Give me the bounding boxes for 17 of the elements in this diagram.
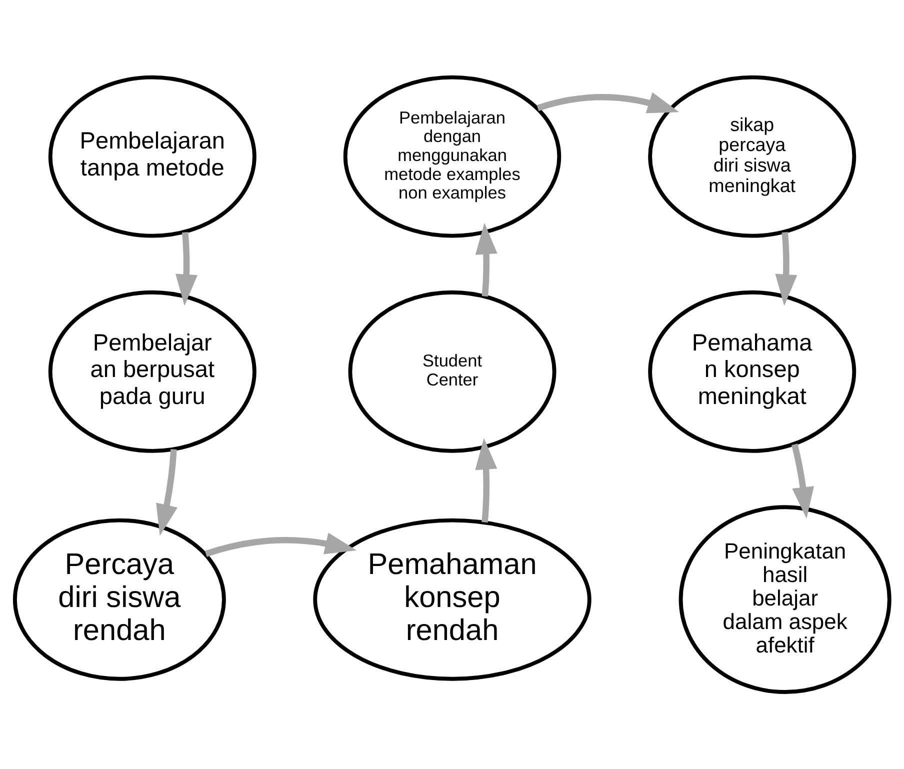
arrow [156, 449, 178, 536]
arrow [536, 92, 680, 114]
node-ellipse: Pemahama n konsep meningkat [648, 290, 856, 453]
node-ellipse: Student Center [348, 290, 556, 453]
node-ellipse: Pembelajaran tanpa metode [48, 75, 256, 238]
node-ellipse: Percaya diri siswa rendah [12, 518, 226, 681]
node-ellipse: Peningkatan hasil belajar dalam aspek afektif [678, 505, 892, 694]
arrow [475, 222, 498, 297]
arrow [475, 438, 498, 523]
node-ellipse: Pemahaman konsep rendah [313, 518, 592, 681]
node-ellipse: Pembelajar an berpusat pada guru [48, 290, 256, 453]
arrow [792, 444, 814, 519]
arrow [775, 232, 798, 306]
arrow [176, 232, 198, 306]
node-ellipse: Pembelajaran dengan menggunakan metode examples non examples [343, 75, 562, 238]
arrow [204, 532, 357, 557]
node-ellipse: sikap percaya diri siswa meningkat [648, 75, 856, 238]
